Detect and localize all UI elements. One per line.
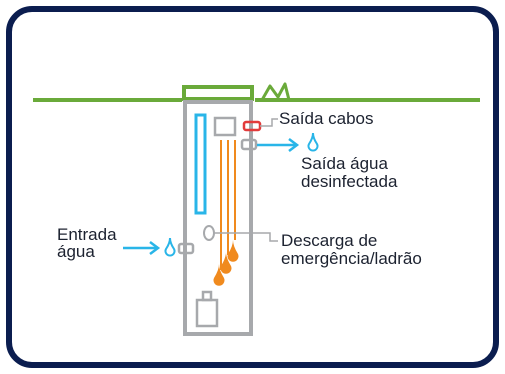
bottom-device — [195, 290, 219, 328]
ground-line — [33, 82, 480, 102]
label-emergencia-ladrao: emergência/ladrão — [281, 249, 422, 268]
water-column — [194, 113, 207, 215]
overflow-port — [203, 225, 215, 241]
label-entrada: Entrada — [57, 225, 117, 244]
outlet-arrow — [257, 138, 300, 152]
inlet-water-drop — [164, 237, 176, 257]
label-agua: água — [57, 242, 95, 261]
label-desinfectada: desinfectada — [301, 172, 398, 191]
inlet-port — [177, 242, 195, 255]
label-saida-cabos: Saída cabos — [279, 109, 374, 128]
inlet-arrow — [123, 241, 161, 255]
outlet-port — [240, 138, 258, 151]
drops — [213, 240, 239, 286]
label-saida-agua: Saída água — [301, 154, 388, 173]
tank-lid — [182, 85, 254, 101]
label-descarga: Descarga de — [281, 231, 378, 250]
tank-body — [183, 100, 253, 336]
outlet-water-drop — [307, 132, 319, 152]
inner-unit — [213, 116, 237, 137]
drip-lines — [220, 140, 236, 270]
